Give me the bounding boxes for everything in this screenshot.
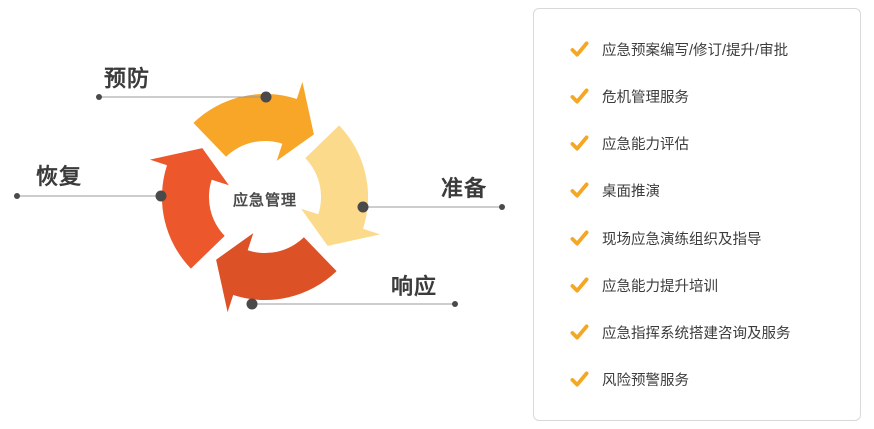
label-preparation: 准备 [441,176,488,201]
check-icon [570,371,589,387]
dot-preparation [357,201,369,213]
service-item: 桌面推演 [570,180,844,201]
label-recovery: 恢复 [36,164,83,189]
service-item-label: 应急能力提升培训 [602,278,718,295]
connector-endpoint-recovery [14,193,20,199]
check-icon [570,324,589,340]
service-item-label: 风险预警服务 [602,372,689,389]
label-prevention: 预防 [104,66,151,91]
label-response: 响应 [391,274,438,299]
diagram-center-label: 应急管理 [232,192,297,209]
check-icon [570,88,589,104]
service-item: 应急能力提升培训 [570,275,844,296]
connector-endpoint-prevention [96,94,102,100]
arc-preparation-arrow [301,125,381,246]
dot-response [246,298,258,310]
service-item: 危机管理服务 [570,86,844,107]
connector-endpoint-preparation [499,204,505,210]
service-item: 现场应急演练组织及指导 [570,228,844,249]
arc-response-arrow [216,233,337,313]
service-item: 应急指挥系统搭建咨询及服务 [570,322,844,343]
check-icon [570,41,589,57]
cycle-diagram: 预防 准备 响应 恢复 应急管理 [14,66,505,313]
service-item-label: 现场应急演练组织及指导 [602,231,762,248]
service-item: 应急预案编写/修订/提升/审批 [570,39,844,60]
service-item: 风险预警服务 [570,369,844,390]
services-panel: 应急预案编写/修订/提升/审批 危机管理服务 应急能力评估 桌面推演 现场应急演 [533,8,861,421]
check-icon [570,277,589,293]
service-item-label: 应急能力评估 [602,137,689,154]
arc-recovery-arrow [149,148,229,269]
dot-recovery [155,190,167,202]
check-icon [570,182,589,199]
service-item-label: 应急指挥系统搭建咨询及服务 [602,325,791,342]
service-item-label: 危机管理服务 [602,90,689,107]
arc-prevention-arrow [193,81,314,161]
service-item: 应急能力评估 [570,133,844,154]
check-icon [570,230,589,246]
connector-endpoint-response [452,301,458,307]
dot-prevention [260,91,272,103]
service-item-label: 应急预案编写/修订/提升/审批 [602,43,789,59]
cycle-diagram-canvas [14,81,505,313]
check-icon [570,135,589,151]
service-item-label: 桌面推演 [602,184,660,201]
